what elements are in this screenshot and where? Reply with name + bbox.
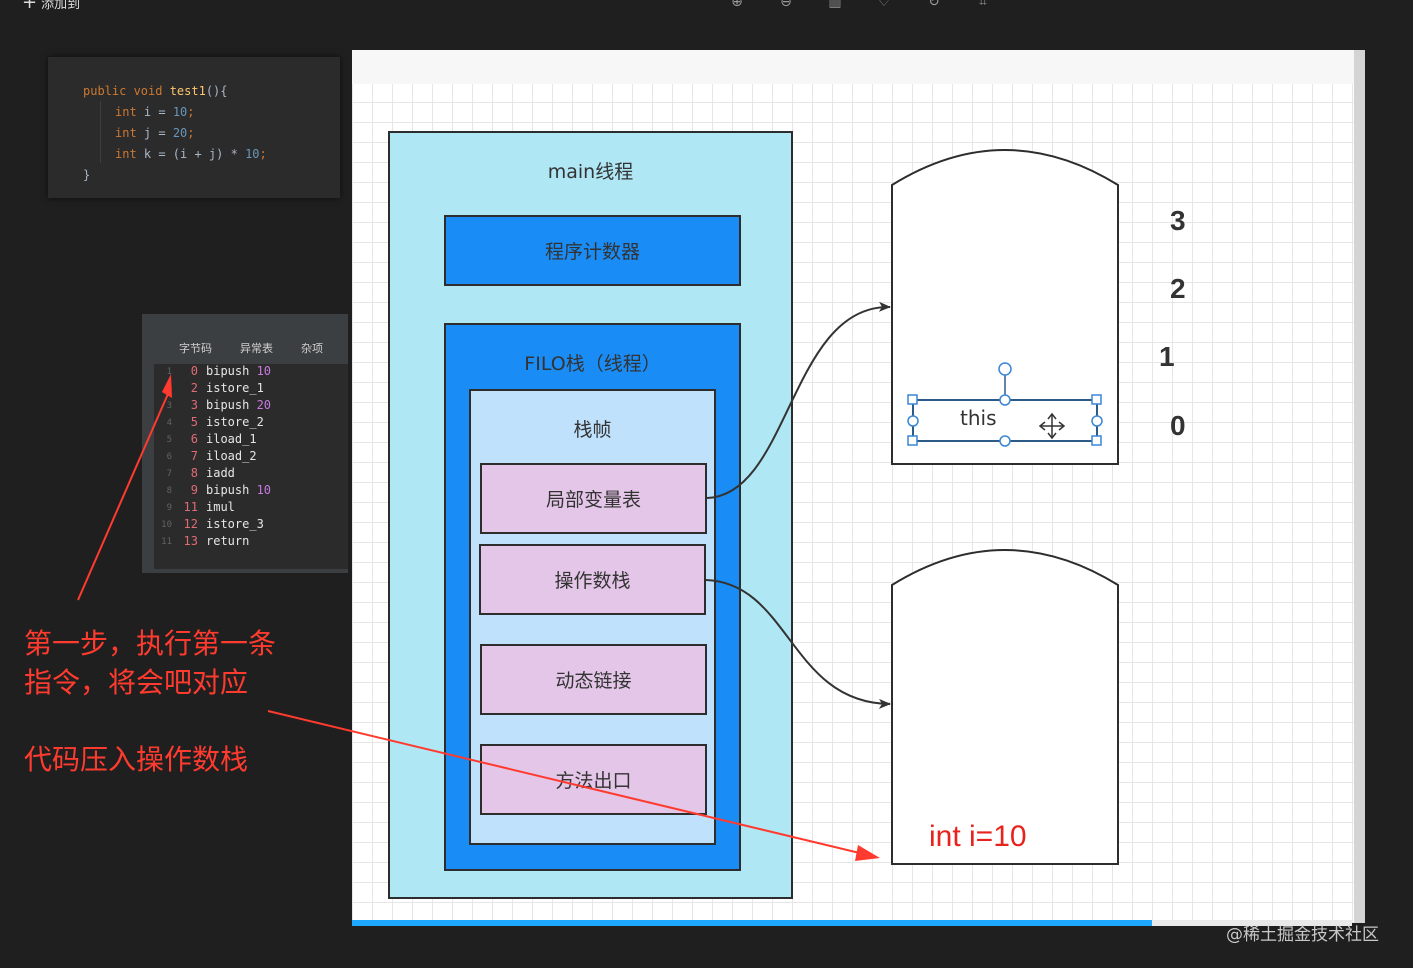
local-variable-container [891, 149, 1119, 465]
video-progress-track[interactable] [1152, 920, 1352, 926]
heart-icon[interactable]: ♡ [877, 0, 891, 10]
tab-misc[interactable]: 杂项 [301, 342, 323, 355]
bytecode-operand: 10 [256, 483, 272, 497]
bytecode-opcode: return [206, 534, 250, 548]
zoom-in-icon[interactable]: ⊕ [731, 0, 743, 10]
rotate-handle[interactable] [998, 362, 1012, 376]
operand-stack-box: 操作数栈 [479, 544, 706, 615]
bytecode-line-number: 4 [166, 418, 172, 428]
bytecode-instruction: iload_2 [206, 449, 257, 463]
code-line-5: } [83, 168, 91, 182]
bytecode-instruction: return [206, 534, 249, 548]
bytecode-offset: 3 [190, 398, 198, 412]
bytecode-operand: 10 [256, 364, 272, 378]
bytecode-tabs: 字节码 异常表 杂项 [142, 314, 348, 360]
bytecode-operand: 20 [256, 398, 272, 412]
top-toolbar [0, 0, 1413, 12]
bytecode-offset: 2 [190, 381, 198, 395]
slot-label-2: 2 [1170, 273, 1186, 304]
bytecode-offset: 7 [190, 449, 198, 463]
bytecode-instruction: bipush 10 [206, 364, 271, 378]
slot-label-0: 0 [1170, 410, 1186, 441]
crop-icon[interactable]: ⌗ [979, 0, 987, 10]
dynamic-link-box: 动态链接 [480, 644, 707, 715]
move-cursor-icon [1038, 412, 1066, 440]
bytecode-opcode: istore_1 [206, 381, 264, 395]
video-progress-bar[interactable] [352, 920, 1152, 926]
local-vars-connector [706, 301, 891, 499]
bytecode-opcode: bipush [206, 398, 257, 412]
bytecode-line-number: 11 [161, 537, 172, 547]
annotation-line-3: 代码压入操作数栈 [24, 743, 249, 776]
delete-icon[interactable]: ▥ [828, 0, 842, 10]
bytecode-line-number: 7 [166, 469, 172, 479]
local-variables-box: 局部变量表 [480, 463, 707, 534]
code-line-2: int i = 10; [115, 105, 195, 119]
slot-label-1: 1 [1159, 341, 1175, 372]
annotation-line-1: 第一步，执行第一条 [24, 627, 277, 660]
bytecode-offset: 6 [190, 432, 198, 446]
bytecode-opcode: bipush [206, 483, 257, 497]
tab-exception-table[interactable]: 异常表 [240, 342, 273, 355]
bytecode-offset: 5 [190, 415, 198, 429]
canvas-scrollbar[interactable] [1354, 50, 1365, 923]
indent-guide [100, 101, 101, 163]
add-to-button[interactable]: +添加到 [22, 0, 80, 13]
bytecode-line-number: 9 [166, 503, 172, 513]
code-line-3: int j = 20; [115, 126, 195, 140]
annotation-arrowhead-up [162, 374, 172, 398]
bytecode-instruction: bipush 10 [206, 483, 271, 497]
bytecode-line-number: 3 [166, 401, 172, 411]
annotation-arrow-right [267, 710, 869, 856]
tab-bytecode[interactable]: 字节码 [179, 342, 212, 355]
code-line-1: public void test1(){ [83, 84, 228, 98]
bytecode-offset: 13 [183, 534, 198, 548]
bytecode-line-number: 10 [161, 520, 172, 530]
plus-icon: + [22, 0, 38, 13]
operand-stack-container [891, 549, 1119, 865]
bytecode-offset: 12 [183, 517, 198, 531]
bytecode-instruction: bipush 20 [206, 398, 271, 412]
bytecode-offset: 0 [190, 364, 198, 378]
bytecode-opcode: istore_2 [206, 415, 264, 429]
program-counter-box: 程序计数器 [444, 215, 741, 286]
bytecode-opcode: iadd [206, 466, 235, 480]
bytecode-instruction: istore_1 [206, 381, 264, 395]
bytecode-instruction: iadd [206, 466, 235, 480]
annotation-line-2: 指令，将会吧对应 [24, 666, 249, 699]
operand-stack-connector [705, 579, 891, 709]
zoom-out-icon[interactable]: ⊖ [780, 0, 792, 10]
code-snippet-panel: public void test1(){ int i = 10; int j =… [48, 57, 340, 198]
bytecode-offset: 8 [190, 466, 198, 480]
bytecode-line-number: 1 [166, 367, 172, 377]
bytecode-instruction: istore_3 [206, 517, 264, 531]
annotation-arrowhead-right [855, 845, 880, 861]
method-exit-box: 方法出口 [480, 744, 707, 815]
bytecode-instruction: imul [206, 500, 235, 514]
bytecode-offset: 9 [190, 483, 198, 497]
bytecode-line-number: 6 [166, 452, 172, 462]
bytecode-offset: 11 [183, 500, 198, 514]
bytecode-opcode: iload_1 [206, 432, 257, 446]
bytecode-instruction: istore_2 [206, 415, 264, 429]
this-label: this [960, 406, 997, 430]
bytecode-opcode: istore_3 [206, 517, 264, 531]
share-icon[interactable]: ↻ [928, 0, 940, 10]
bytecode-opcode: iload_2 [206, 449, 257, 463]
bytecode-opcode: imul [206, 500, 235, 514]
bytecode-line-number: 5 [166, 435, 172, 445]
slot-label-3: 3 [1170, 205, 1186, 236]
bytecode-instruction: iload_1 [206, 432, 257, 446]
code-line-4: int k = (i + j) * 10; [115, 147, 267, 161]
selection-handles[interactable] [907, 394, 1103, 447]
watermark: @稀土掘金技术社区 [1226, 925, 1379, 945]
operand-value-label: int i=10 [929, 820, 1027, 853]
bytecode-line-number: 8 [166, 486, 172, 496]
canvas-header [352, 50, 1354, 84]
bytecode-opcode: bipush [206, 364, 257, 378]
annotation-arrow-up [77, 386, 172, 601]
